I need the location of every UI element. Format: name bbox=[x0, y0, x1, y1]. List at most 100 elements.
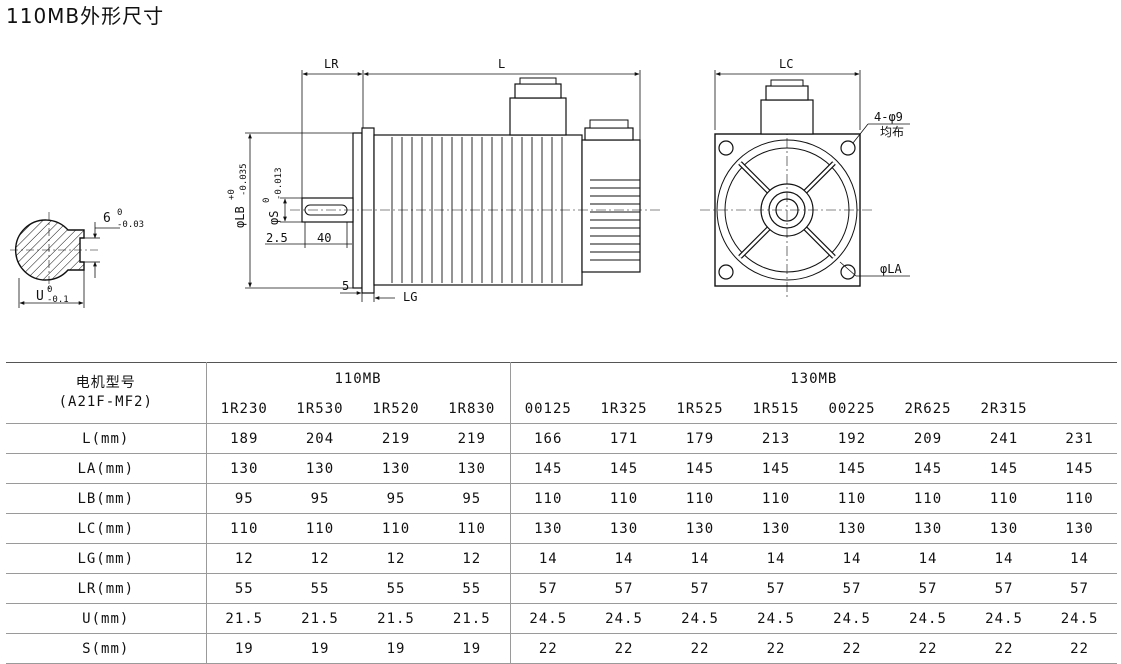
key-width-label: 6 bbox=[103, 211, 111, 226]
model-cell: 1R520 bbox=[372, 400, 420, 417]
model-cell: 1R525 bbox=[676, 400, 724, 417]
la-label: φLA bbox=[880, 262, 902, 276]
value-cell: 130 bbox=[434, 453, 511, 484]
value-cell: 22 bbox=[842, 640, 862, 657]
u-tol-lower: -0.1 bbox=[47, 295, 69, 305]
value-cell: 14 bbox=[538, 550, 558, 567]
model-cell: 2R625 bbox=[904, 400, 952, 417]
value-cell: 57 bbox=[994, 580, 1014, 597]
value-cell: 145 bbox=[761, 460, 791, 477]
value-cell: 55 bbox=[386, 580, 406, 597]
dim-2-5-label: 2.5 bbox=[266, 231, 288, 245]
value-cell: 189 bbox=[230, 430, 259, 447]
value-cell: 145 bbox=[1065, 460, 1094, 477]
value-cell: 130 bbox=[381, 460, 411, 477]
value-cell: 110 bbox=[989, 490, 1019, 507]
value-cell: 145 bbox=[913, 460, 943, 477]
value-cell: 57 bbox=[1070, 580, 1089, 597]
value-cell: 14 bbox=[766, 550, 786, 567]
value-cell: 130 bbox=[1065, 520, 1094, 537]
value-cell: 219 bbox=[434, 423, 511, 454]
value-cell: 22 bbox=[614, 640, 634, 657]
value-cell: 171 bbox=[609, 430, 639, 447]
motor-outline-drawing: 6 0 -0.03 U 0 -0.1 LR L bbox=[10, 57, 910, 308]
value-cell: 22 bbox=[538, 640, 558, 657]
value-cell: 24.5 bbox=[1060, 610, 1099, 627]
model-cell: 1R530 bbox=[296, 400, 344, 417]
value-cell: 110 bbox=[685, 490, 715, 507]
model-row: 1R230 1R530 1R520 1R830 00125 1R325 1R52… bbox=[6, 394, 1118, 424]
value-cell: 209 bbox=[913, 430, 943, 447]
value-cell: 110 bbox=[305, 520, 335, 537]
spec-table: 电机型号 (A21F-MF2) 110MB 130MB 1R230 1R530 … bbox=[6, 362, 1118, 664]
value-cell: 21.5 bbox=[434, 603, 511, 634]
value-cell: 19 bbox=[310, 640, 330, 657]
value-cell: 110 bbox=[837, 490, 867, 507]
value-cell: 231 bbox=[1065, 430, 1094, 447]
value-cell: 110 bbox=[761, 490, 791, 507]
series-header-row: 电机型号 (A21F-MF2) 110MB 130MB bbox=[6, 362, 1118, 424]
model-cell: 1R830 bbox=[434, 394, 511, 424]
series-110mb: 110MB bbox=[206, 362, 511, 394]
lb-tol-lower: -0.035 bbox=[239, 163, 249, 196]
model-header-cell: 电机型号 (A21F-MF2) bbox=[6, 362, 207, 424]
value-cell: 130 bbox=[534, 520, 563, 537]
s-label: φS bbox=[267, 211, 281, 225]
value-cell: 219 bbox=[381, 430, 411, 447]
holes-label: 4-φ9 bbox=[874, 110, 903, 124]
value-cell: 130 bbox=[913, 520, 943, 537]
series-130mb: 130MB bbox=[790, 370, 838, 387]
key-width-tol-lower: -0.03 bbox=[117, 220, 144, 230]
model-cell: 1R325 bbox=[600, 400, 648, 417]
value-cell: 57 bbox=[766, 580, 786, 597]
value-cell: 110 bbox=[534, 490, 563, 507]
value-cell: 12 bbox=[234, 550, 254, 567]
row-label: LG(mm) bbox=[6, 543, 207, 574]
model-header-line1: 电机型号 bbox=[75, 375, 136, 391]
value-cell: 21.5 bbox=[377, 610, 415, 627]
value-cell: 179 bbox=[685, 430, 715, 447]
model-cell: 2R315 bbox=[980, 400, 1028, 417]
value-cell: 110 bbox=[381, 520, 411, 537]
value-cell: 110 bbox=[230, 520, 259, 537]
value-cell: 14 bbox=[690, 550, 710, 567]
u-label: U bbox=[36, 289, 44, 304]
row-label: S(mm) bbox=[6, 633, 207, 664]
value-cell: 57 bbox=[614, 580, 634, 597]
value-cell: 24.5 bbox=[757, 610, 795, 627]
value-cell: 57 bbox=[538, 580, 558, 597]
row-label: LC(mm) bbox=[6, 513, 207, 544]
value-cell: 110 bbox=[609, 490, 639, 507]
value-cell: 130 bbox=[989, 520, 1019, 537]
l-label: L bbox=[498, 57, 505, 71]
value-cell: 95 bbox=[434, 483, 511, 514]
value-cell: 14 bbox=[1070, 550, 1089, 567]
value-cell: 24.5 bbox=[833, 610, 871, 627]
value-cell: 57 bbox=[690, 580, 710, 597]
value-cell: 21.5 bbox=[225, 610, 264, 627]
value-cell: 22 bbox=[766, 640, 786, 657]
value-cell: 22 bbox=[690, 640, 710, 657]
value-cell: 12 bbox=[310, 550, 330, 567]
lb-tol-upper: +0 bbox=[227, 189, 237, 200]
value-cell: 241 bbox=[989, 430, 1019, 447]
value-cell: 130 bbox=[305, 460, 335, 477]
value-cell: 110 bbox=[1065, 490, 1094, 507]
value-cell: 57 bbox=[918, 580, 938, 597]
lg-label: LG bbox=[403, 290, 417, 304]
value-cell: 14 bbox=[842, 550, 862, 567]
value-cell: 110 bbox=[913, 490, 943, 507]
model-header-line2: (A21F-MF2) bbox=[58, 394, 153, 410]
value-cell: 21.5 bbox=[301, 610, 339, 627]
value-cell: 145 bbox=[685, 460, 715, 477]
s-tol-upper: 0 bbox=[262, 198, 272, 203]
value-cell: 55 bbox=[310, 580, 330, 597]
value-cell: 130 bbox=[230, 460, 259, 477]
